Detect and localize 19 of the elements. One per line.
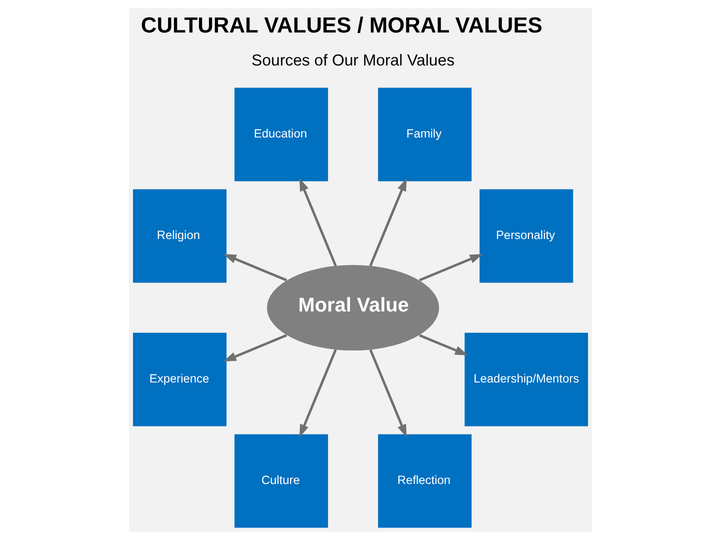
arrow [222, 254, 287, 282]
arrow [418, 254, 482, 282]
node-ellipse: Moral Value [266, 264, 439, 351]
node-box: Culture [234, 434, 328, 528]
node-box: Leadership/Mentors [464, 332, 588, 426]
arrow [368, 349, 406, 438]
node-box: Religion [132, 189, 226, 283]
node-box: Education [234, 88, 328, 182]
node-box: Experience [132, 332, 226, 426]
arrow [298, 178, 336, 266]
node-box: Personality [479, 189, 573, 283]
arrow [368, 178, 406, 266]
arrow [418, 334, 468, 356]
diagram-title: CULTURAL VALUES / MORAL VALUES [140, 12, 542, 38]
arrow [298, 349, 336, 438]
label: Sources of Our Moral Values [251, 52, 454, 70]
node-box: Reflection [378, 434, 472, 528]
node-box: Family [378, 88, 472, 182]
arrow [222, 334, 287, 362]
